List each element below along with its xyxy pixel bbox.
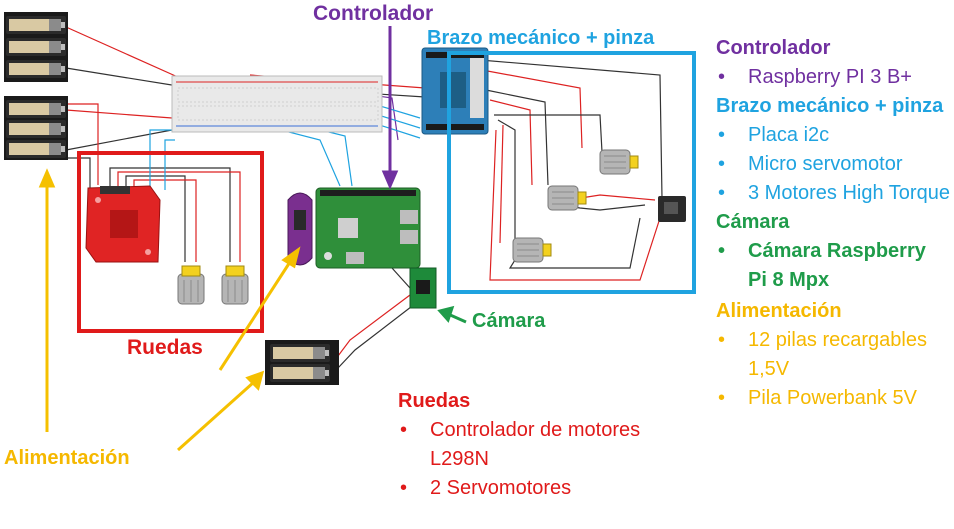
label-controlador: Controlador	[313, 2, 434, 25]
alimentacion-arrow-1	[38, 168, 56, 432]
ruedas-list-item: Controlador de motores L298N	[398, 416, 698, 474]
ruedas-list-title: Ruedas	[398, 390, 471, 412]
raspberry-pi	[315, 187, 421, 269]
label-camara: Cámara	[472, 310, 546, 332]
legend-brazo: Brazo mecánico + pinza Placa i2c Micro s…	[716, 92, 950, 208]
ruedas-list-item: 2 Servomotores	[398, 474, 698, 503]
arm-motor-1	[599, 149, 639, 175]
legend: Controlador Raspberry PI 3 B+ Brazo mecá…	[716, 34, 950, 413]
legend-camara-title: Cámara	[716, 211, 790, 233]
legend-brazo-title: Brazo mecánico + pinza	[716, 95, 944, 117]
battery-pack-2	[4, 96, 68, 160]
ruedas-box	[77, 151, 264, 333]
legend-controlador: Controlador Raspberry PI 3 B+	[716, 34, 950, 92]
legend-controlador-title: Controlador	[716, 37, 831, 59]
wheel-motor-right	[221, 265, 249, 305]
legend-alimentacion-title: Alimentación	[716, 300, 842, 322]
battery-pack-3	[265, 340, 339, 385]
legend-item: Micro servomotor	[716, 150, 950, 179]
micro-servo	[658, 196, 686, 222]
ruedas-list: Ruedas Controlador de motores L298N 2 Se…	[398, 387, 698, 503]
wheel-motor-left	[177, 265, 205, 305]
legend-camara: Cámara Cámara Raspberry Pi 8 Mpx	[716, 208, 950, 295]
label-brazo: Brazo mecánico + pinza	[427, 27, 655, 49]
arm-motor-3	[512, 237, 552, 263]
legend-item: Raspberry PI 3 B+	[716, 63, 950, 92]
legend-alimentacion: Alimentación 12 pilas recargables 1,5V P…	[716, 297, 950, 413]
breadboard	[171, 75, 383, 133]
brazo-box	[447, 51, 696, 294]
i2c-board	[421, 47, 489, 135]
legend-item: Cámara Raspberry Pi 8 Mpx	[716, 237, 950, 295]
controlador-arrow	[381, 26, 399, 190]
arm-motor-2	[547, 185, 587, 211]
camara-arrow	[437, 305, 467, 324]
label-alimentacion: Alimentación	[4, 447, 130, 469]
alimentacion-arrow-3	[218, 246, 301, 371]
motor-driver-board	[85, 185, 161, 263]
alimentacion-arrow-2	[176, 370, 265, 452]
camera-module	[409, 267, 437, 309]
legend-item: Placa i2c	[716, 121, 950, 150]
legend-item: 12 pilas recargables 1,5V	[716, 326, 950, 384]
legend-item: 3 Motores High Torque	[716, 179, 950, 208]
battery-pack-1	[4, 12, 68, 82]
label-ruedas: Ruedas	[127, 336, 203, 359]
legend-item: Pila Powerbank 5V	[716, 384, 950, 413]
